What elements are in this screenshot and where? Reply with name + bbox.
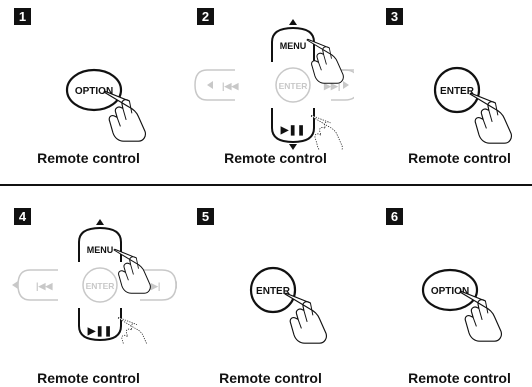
enter-button-faded-label: ENTER bbox=[86, 281, 115, 291]
dotted-hand-icon bbox=[117, 317, 149, 344]
caption: Remote control bbox=[37, 370, 140, 386]
option-button bbox=[65, 68, 123, 112]
skip-back-icon: |◀◀ bbox=[222, 81, 239, 91]
dpad-left-arm bbox=[194, 69, 235, 101]
caption: Remote control bbox=[408, 370, 511, 386]
step-5: 5 ENTER Remote control bbox=[177, 194, 354, 387]
enter-button-faded bbox=[275, 67, 311, 103]
menu-button-label: MENU bbox=[87, 245, 114, 255]
dpad-illustration: |◀◀ ▶▶| ENTER MENU ▶❚❚ bbox=[12, 219, 177, 344]
right-arrow bbox=[176, 281, 177, 289]
menu-button bbox=[271, 26, 315, 62]
step-number-badge: 5 bbox=[197, 208, 214, 225]
left-arrow bbox=[207, 81, 213, 89]
step-2: 2 |◀◀ ▶▶| ENTER MENU ▶❚❚ Remote control bbox=[177, 0, 354, 193]
step-3: 3 ENTER Remote control bbox=[354, 0, 531, 193]
dotted-hand-icon bbox=[310, 115, 343, 150]
enter-button-faded bbox=[82, 267, 118, 303]
caption: Remote control bbox=[408, 150, 511, 166]
option-button-illustration: OPTION bbox=[65, 68, 147, 142]
skip-forward-icon: ▶▶| bbox=[323, 81, 340, 91]
section-divider bbox=[0, 184, 532, 186]
right-arrow bbox=[343, 81, 349, 89]
step-number-badge: 1 bbox=[14, 8, 31, 25]
step-6: 6 OPTION Remote control bbox=[354, 194, 531, 387]
enter-button-label: ENTER bbox=[256, 286, 291, 297]
play-pause-icon: ▶❚❚ bbox=[87, 326, 112, 337]
step-number-badge: 4 bbox=[14, 208, 31, 225]
option-button-illustration: OPTION bbox=[421, 268, 503, 342]
play-pause-button bbox=[271, 108, 315, 144]
step-number-badge: 2 bbox=[197, 8, 214, 25]
menu-button-label: MENU bbox=[280, 41, 307, 51]
caption: Remote control bbox=[219, 370, 322, 386]
play-pause-button bbox=[78, 308, 122, 342]
caption: Remote control bbox=[37, 150, 140, 166]
play-pause-icon: ▶❚❚ bbox=[280, 125, 305, 136]
up-arrow bbox=[289, 19, 297, 25]
up-arrow bbox=[96, 219, 104, 225]
enter-button-illustration: ENTER bbox=[249, 266, 328, 344]
enter-button-illustration: ENTER bbox=[433, 66, 513, 144]
step-4: 4 |◀◀ ▶▶| ENTER MENU ▶❚❚ Remote control bbox=[0, 194, 177, 387]
caption: Remote control bbox=[224, 150, 327, 166]
menu-button bbox=[78, 226, 122, 262]
dpad-illustration: |◀◀ ▶▶| ENTER MENU ▶❚❚ bbox=[194, 19, 354, 150]
enter-button-label: ENTER bbox=[440, 86, 475, 97]
enter-button bbox=[249, 266, 297, 314]
down-arrow bbox=[289, 144, 297, 150]
enter-button-faded-label: ENTER bbox=[279, 81, 308, 91]
option-button-label: OPTION bbox=[75, 86, 113, 97]
enter-button bbox=[433, 66, 481, 114]
step-1: 1 OPTION Remote control bbox=[0, 0, 177, 193]
skip-back-icon: |◀◀ bbox=[36, 281, 53, 291]
option-button-label: OPTION bbox=[431, 286, 469, 297]
option-button bbox=[421, 268, 479, 312]
step-number-badge: 6 bbox=[386, 208, 403, 225]
step-number-badge: 3 bbox=[386, 8, 403, 25]
left-arrow bbox=[12, 281, 18, 289]
skip-forward-icon: ▶▶| bbox=[143, 281, 160, 291]
